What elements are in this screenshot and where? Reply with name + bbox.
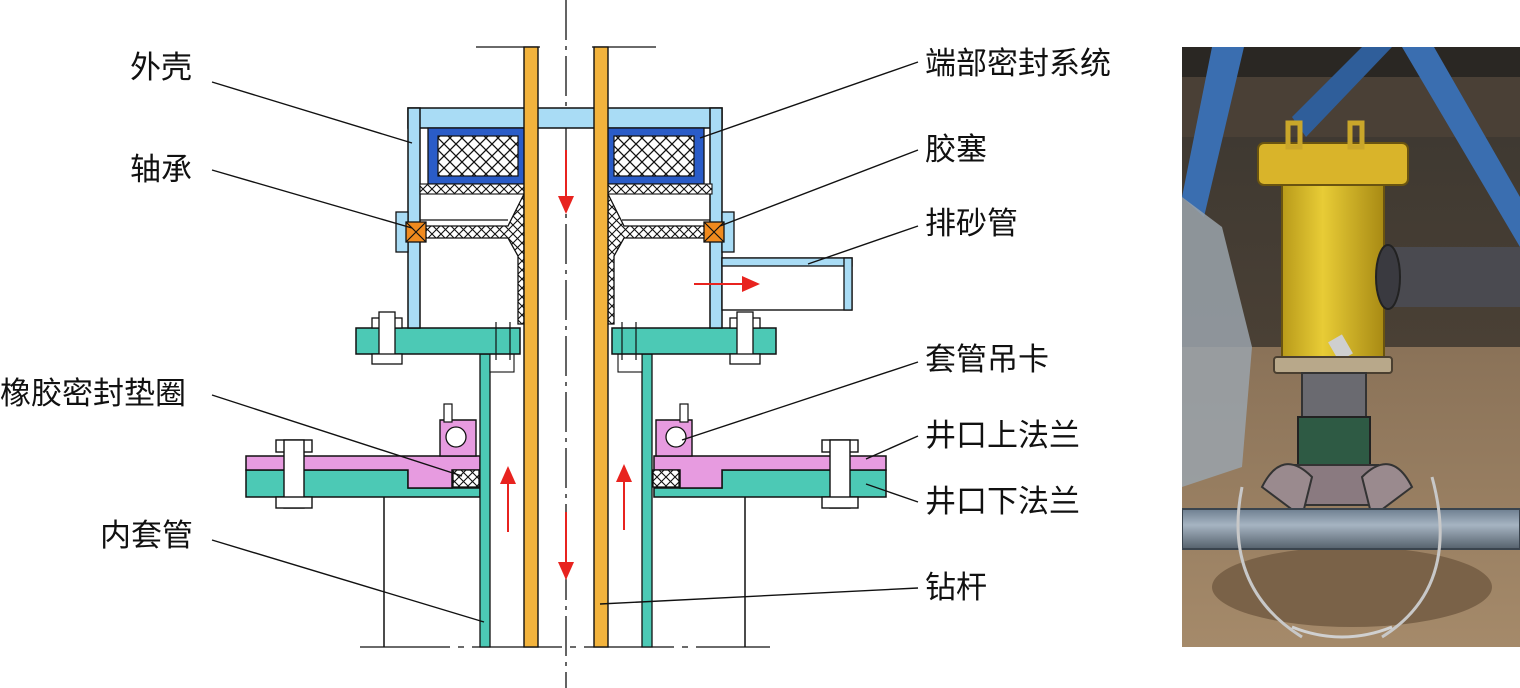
rubber-plug-left xyxy=(419,193,525,325)
label-drill-pipe: 钻杆 xyxy=(925,570,987,606)
label-rubber-seal-ring: 橡胶密封垫圈 xyxy=(0,376,186,412)
wellhead-seal-diagram: 外壳 轴承 橡胶密封垫圈 内套管 端部密封系统 胶塞 排砂管 套管吊卡 井口上法… xyxy=(0,0,1111,688)
base-bolt xyxy=(729,311,761,365)
inner-casing-right xyxy=(641,353,653,648)
label-rubber-plug: 胶塞 xyxy=(925,132,987,168)
label-housing: 外壳 xyxy=(130,50,192,86)
rubber-seal-ring xyxy=(652,469,680,488)
label-upper-flange: 井口上法兰 xyxy=(925,418,1080,454)
drill-pipe-left xyxy=(523,46,539,648)
label-inner-casing: 内套管 xyxy=(100,518,193,554)
flange-bolt xyxy=(821,439,859,509)
label-sand-discharge-pipe: 排砂管 xyxy=(925,206,1018,242)
rubber-plug-right xyxy=(607,193,711,325)
end-seal-system xyxy=(419,127,713,195)
base-bolt xyxy=(371,311,403,365)
outer-housing xyxy=(395,107,735,329)
housing-base-plate-left xyxy=(355,327,521,355)
wellhead-photo xyxy=(1182,47,1520,647)
rubber-seal-ring xyxy=(452,469,480,488)
label-lower-flange: 井口下法兰 xyxy=(925,484,1080,520)
label-end-seal-system: 端部密封系统 xyxy=(925,46,1111,82)
drill-pipe-right xyxy=(593,46,609,648)
label-bearing: 轴承 xyxy=(130,152,192,188)
label-casing-elevator: 套管吊卡 xyxy=(925,342,1049,378)
inner-casing-left xyxy=(479,353,491,648)
flange-bolt xyxy=(275,439,313,509)
bearing xyxy=(703,221,725,243)
bearing xyxy=(405,221,427,243)
